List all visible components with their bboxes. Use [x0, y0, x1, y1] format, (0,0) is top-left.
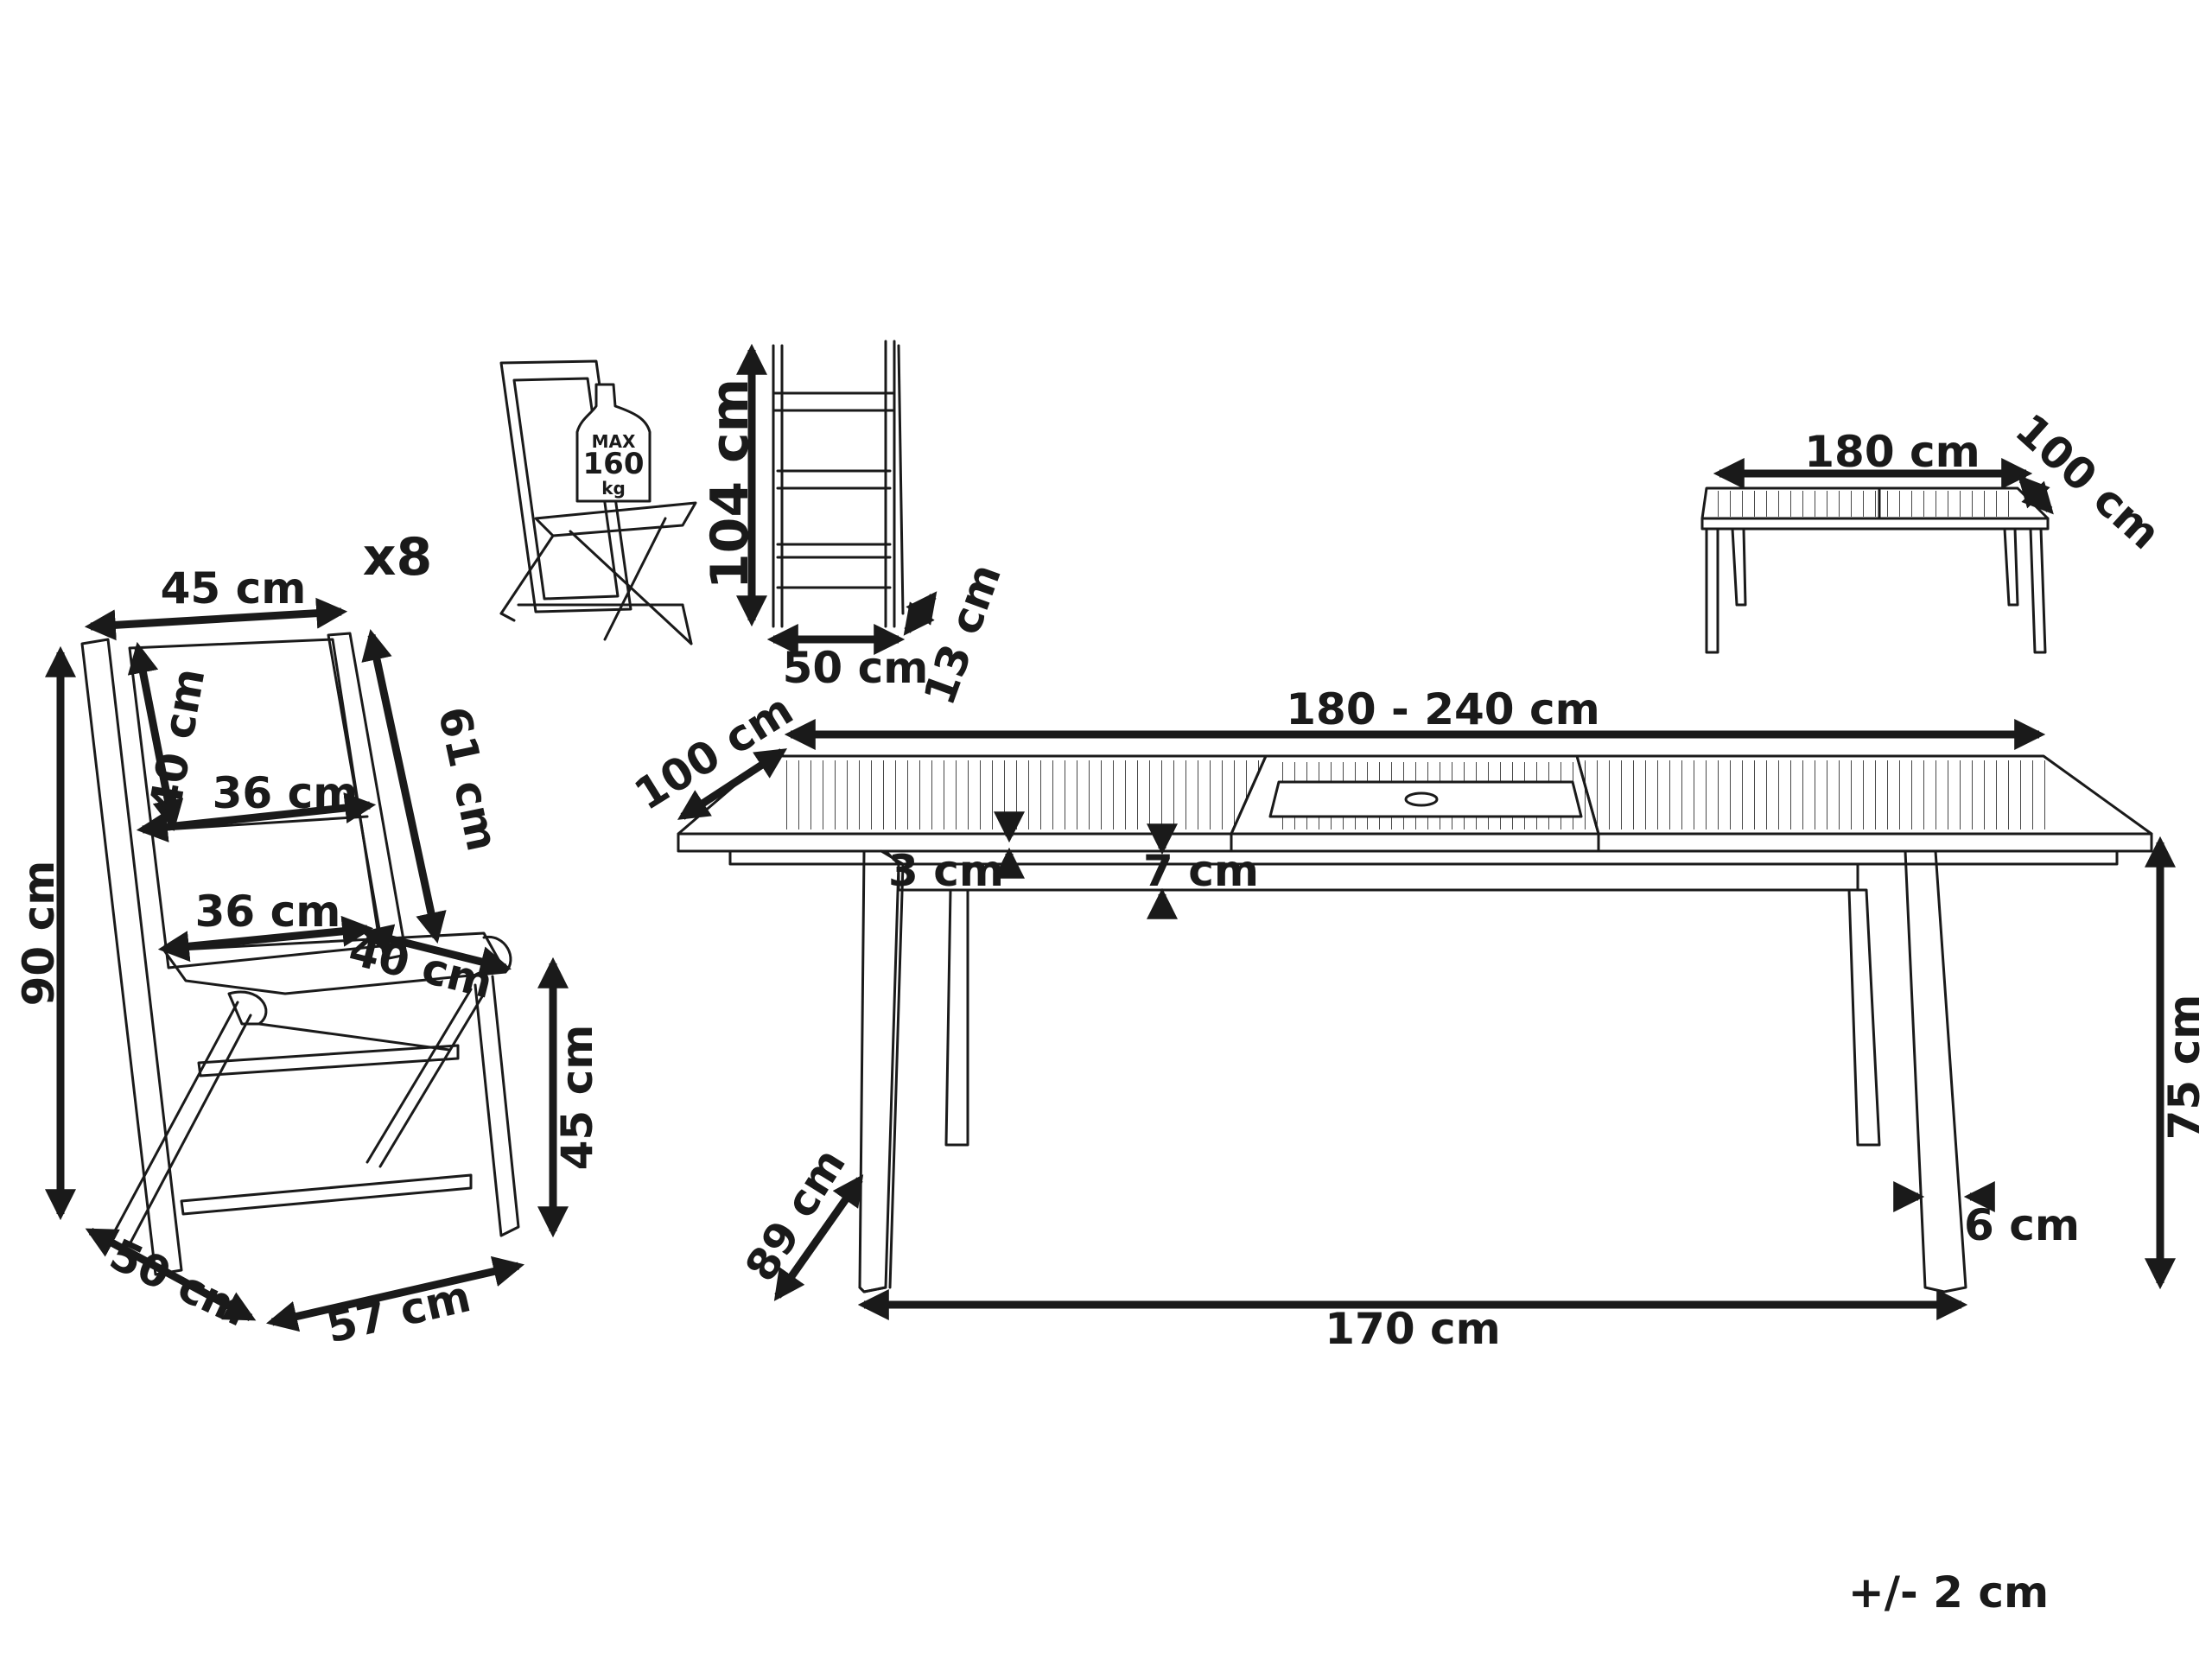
tolerance-note: +/- 2 cm — [1848, 1567, 2049, 1618]
seat-height-label: 45 cm — [552, 1025, 602, 1171]
back-panel-height-label: 40 cm — [140, 664, 214, 817]
depth-floor-label: 57 cm — [321, 1271, 474, 1352]
seat-width-label: 36 cm — [195, 887, 341, 937]
umbrella-hole-icon — [1404, 791, 1439, 807]
apron-label: 7 cm — [1143, 846, 1259, 896]
chair-quantity: x8 — [363, 527, 432, 588]
back-width-label: 45 cm — [161, 563, 307, 613]
leg-width-label: 6 cm — [1964, 1200, 2080, 1250]
folded-width-label: 50 cm — [783, 643, 929, 693]
top-thickness-label: 3 cm — [888, 846, 1004, 896]
chair-dimensions: 45 cm 40 cm 36 cm 61 cm 90 cm 36 cm 40 c… — [14, 563, 602, 1353]
folded-chair: 104 cm 50 cm 13 cm — [700, 340, 1011, 711]
extended-length-label: 180 - 240 cm — [1286, 684, 1599, 734]
total-height-label: 90 cm — [14, 861, 64, 1007]
back-height-label: 61 cm — [429, 702, 508, 855]
folded-thickness-label: 13 cm — [914, 557, 1011, 711]
max-load-value: 160 — [583, 447, 645, 481]
max-load-top: MAX — [592, 431, 636, 452]
folded-height-label: 104 cm — [700, 378, 760, 589]
chair-load-illustration: MAX 160 kg — [499, 359, 697, 645]
table-height-label: 75 cm — [2159, 995, 2209, 1141]
table-extended — [677, 754, 2153, 1294]
closed-length-label: 180 cm — [1804, 427, 1980, 477]
weight-icon: MAX 160 kg — [575, 383, 652, 503]
back-inner-width-label: 36 cm — [213, 768, 359, 818]
leg-span-length-label: 170 cm — [1325, 1304, 1501, 1354]
table-closed: 180 cm 100 cm — [1700, 404, 2170, 654]
max-load-unit: kg — [601, 478, 626, 499]
